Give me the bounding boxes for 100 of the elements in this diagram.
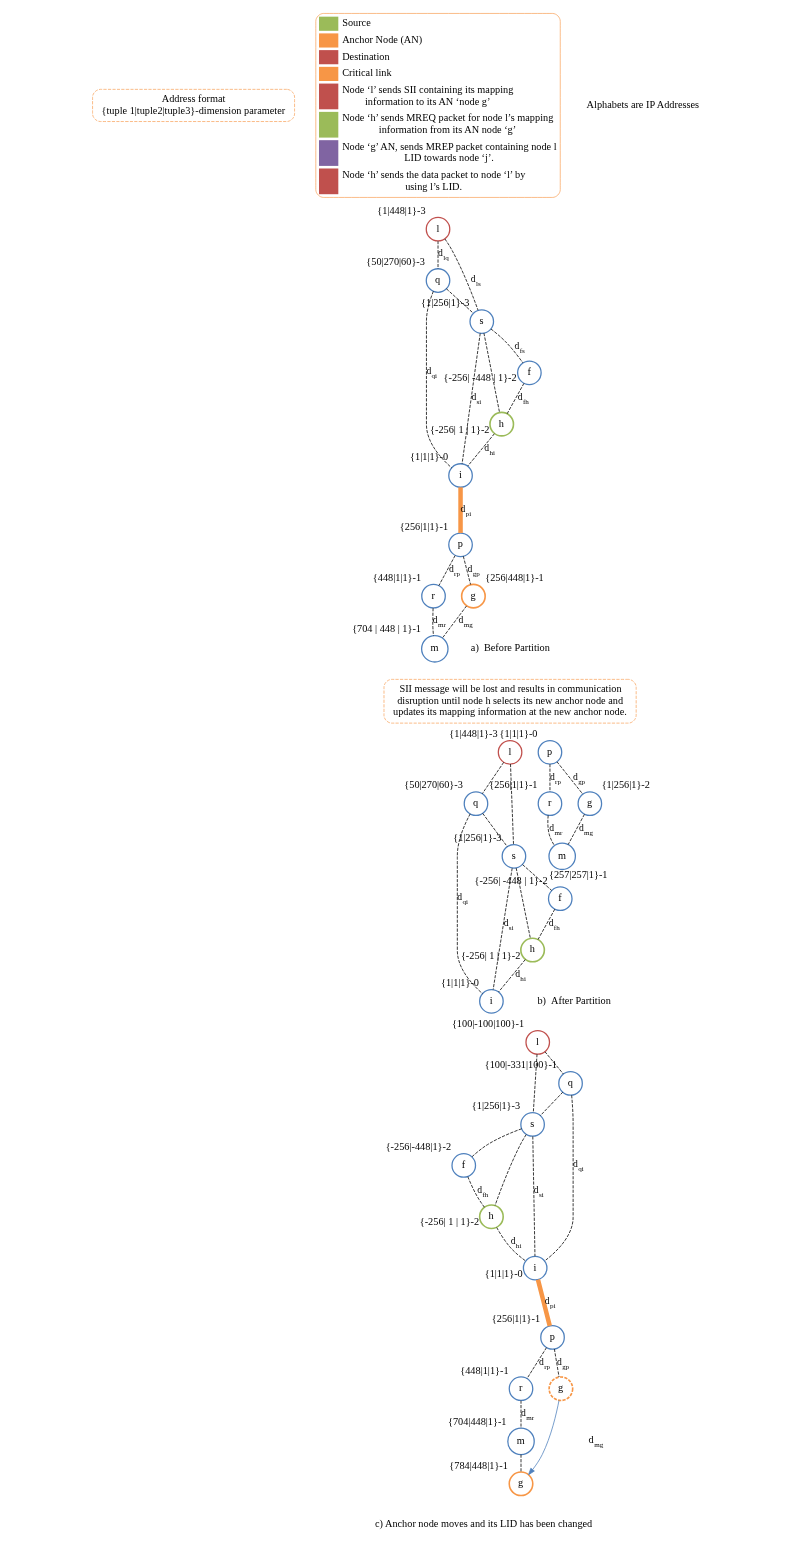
node-label: {1|256|1}-3 (471, 1100, 520, 1112)
node-label: {100|-331|100}-1 (484, 1059, 557, 1071)
connector (544, 1051, 564, 1075)
edge-label: d$_{mg}$ (578, 821, 593, 837)
edge-label: d$_{gp}$ (556, 1355, 569, 1371)
node-circle: p (537, 739, 562, 765)
edge-label: d$_{gp}$ (467, 563, 480, 579)
connector (461, 333, 481, 464)
label: c) Anchor node moves and its LID has been changed (374, 1517, 592, 1529)
node-label: {1|1|1}-0 (440, 977, 479, 989)
connector (543, 1094, 573, 1262)
legend-label: Node ‘g’ AN, sends MREP packet containing node l LID towards node ‘j’. (341, 140, 557, 164)
connector (526, 1347, 547, 1379)
edge-label: d$_{hi}$ (514, 968, 526, 984)
node-box: Address format {tuple 1|tuple2|tuple3}-dimension parameter (91, 89, 295, 122)
node-label: {256|1|1}-1 (399, 520, 448, 532)
edge-label: d$_{mr}$ (432, 614, 446, 630)
node-circle: h (488, 411, 514, 437)
connector (495, 1227, 526, 1262)
node-label: {50|270|60}-3 (403, 779, 463, 791)
connector (515, 867, 531, 939)
node-circle: q (557, 1071, 583, 1096)
connector (466, 1176, 485, 1208)
connector (497, 959, 526, 993)
connector (521, 864, 552, 891)
label: b) After Partition (536, 994, 611, 1006)
connector (444, 238, 478, 311)
node-circle: s (519, 1112, 545, 1137)
edge-label: d$_{fh}$ (548, 916, 560, 932)
edge-label: d$_{si}$ (470, 391, 481, 407)
node-label: {1|448|1}-3 (376, 205, 426, 217)
node-box: SII message will be lost and results in communication disruption until node h selects its new anchor node and updates its mapping information at the new anchor node. (383, 679, 636, 724)
connector (556, 761, 583, 795)
connector (456, 813, 483, 994)
label: Alphabets are IP Addresses (586, 98, 699, 110)
connector (539, 1091, 563, 1116)
node-circle: f (547, 886, 573, 912)
node-label: {448|1|1}-1 (459, 1364, 509, 1376)
node-label: {-256| 1 | 1}-2 (419, 1216, 479, 1228)
legend-label: Source (341, 17, 371, 29)
node-circle: m (547, 842, 576, 871)
node-circle: g (460, 583, 486, 609)
connector (471, 1128, 522, 1158)
node-circle: f (450, 1153, 476, 1178)
node-circle: r (537, 791, 562, 817)
connector (481, 813, 508, 847)
edge-label: d$_{rp}$ (448, 563, 460, 579)
edge-label: d$_{qi}$ (572, 1158, 584, 1174)
legend-label: Anchor Node (AN) (341, 33, 422, 45)
connector (466, 433, 495, 467)
node-label: {256|448|1}-1 (484, 571, 544, 583)
connector (492, 867, 513, 990)
node-label: {-256|-448|1}-2 (385, 1141, 451, 1153)
node-circle: m (506, 1427, 535, 1456)
edge-label: d$_{mr}$ (548, 821, 562, 837)
node-circle: l (524, 1029, 550, 1055)
node-label: {704 | 448 | 1}-1 (351, 623, 421, 635)
node-circle: i (522, 1255, 548, 1281)
node-circle: f (516, 360, 542, 386)
node-label: {1|1|1}-0 (409, 451, 448, 463)
legend-label: Destination (341, 50, 390, 62)
connector (494, 1134, 527, 1206)
node-circle: m (420, 634, 449, 663)
edge-label: d$_{lq}$ (437, 247, 449, 263)
node-label: {100|-100|100}-1 (451, 1018, 524, 1030)
node-label: {256|1|1}-1 (491, 1313, 540, 1325)
node-circle: p (447, 532, 473, 558)
node-label: {1|448|1}-3 (448, 728, 498, 740)
connector (462, 555, 471, 585)
edge-label: d$_{mr}$ (520, 1406, 534, 1422)
node-label: {50|270|60}-3 (365, 256, 425, 268)
edge-label: d$_{si}$ (503, 916, 514, 932)
node-circle: l (497, 739, 522, 765)
node-label: {256|1|1}-1 (488, 779, 538, 791)
edge-label: d$_{gp}$ (572, 770, 585, 786)
edge-label: d$_{hi}$ (483, 442, 495, 458)
node-label: {448|1|1}-1 (372, 571, 421, 583)
label: a) Before Partition (470, 642, 550, 654)
legend-label: Critical link (341, 67, 392, 79)
node-label: {-256| -448 | 1}-2 (473, 874, 548, 886)
node-circle: q (425, 268, 450, 293)
edge-label: d$_{pi}$ (460, 502, 471, 518)
node-label: {1|256|1}-2 (601, 779, 650, 791)
legend-label: Node ‘h’ sends the data packet to node ‘l’ by using l’s LID. (341, 169, 525, 192)
edge-label: d$_{mg}$ (458, 614, 473, 630)
node-circle: i (478, 988, 504, 1014)
connector (506, 383, 524, 415)
node-label: {1|1|1}-0 (499, 728, 538, 740)
connector (535, 1279, 552, 1327)
node-label: {704|448|1}-1 (447, 1415, 507, 1427)
edge-label: d$_{pi}$ (544, 1295, 555, 1311)
edge-label: d$_{qi}$ (456, 891, 468, 907)
edge-label: d$_{rp}$ (538, 1355, 550, 1371)
node-circle: r (508, 1376, 533, 1402)
node-circle: i (447, 463, 473, 488)
node-circle: q (463, 791, 488, 817)
node-circle: l (425, 216, 450, 242)
connector (490, 328, 523, 364)
node-circle: h (478, 1204, 504, 1230)
node-label: {1|1|1}-0 (484, 1267, 523, 1279)
